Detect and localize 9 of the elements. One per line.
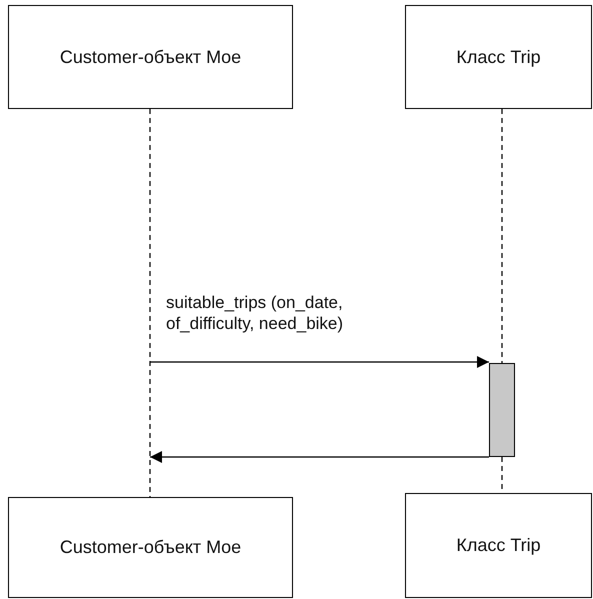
lifeline: [149, 109, 151, 497]
lifeline-box: Customer-объект Moe: [8, 5, 293, 109]
message-arrow: [150, 451, 489, 463]
activation-bar: [489, 363, 515, 457]
lifeline-box: Customer-объект Moe: [8, 497, 293, 598]
lifeline-box: Класс Trip: [405, 493, 592, 598]
lifeline: [501, 109, 503, 363]
message-arrow: [150, 356, 489, 368]
lifeline-box: Класс Trip: [405, 5, 592, 109]
